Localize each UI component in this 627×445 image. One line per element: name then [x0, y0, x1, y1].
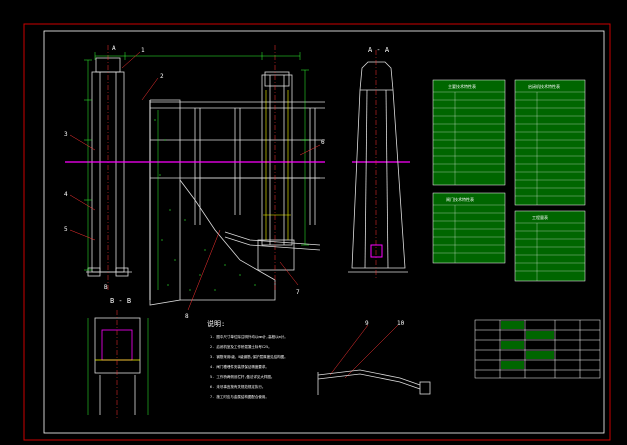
spec-table-1-title: 主要技术特性表 [448, 83, 476, 89]
callout-5: 5 [64, 226, 68, 233]
spec-table-1: 主要技术特性表 [432, 79, 506, 186]
main-elevation-view [86, 45, 325, 306]
gate-tower [261, 74, 293, 246]
slope-detail [317, 369, 431, 395]
note-1: 1. 图中尺寸单位除注明外均以mm计,高程以m计。 [210, 334, 288, 339]
section-a-a-title: A - A [368, 46, 390, 54]
notes-title: 说明: [207, 319, 225, 328]
spec-table-3-title: 闸门技术特性表 [446, 196, 474, 202]
section-a-a-view [348, 50, 408, 280]
note-3: 3. 钢筋采用Ⅰ级、Ⅱ级钢筋,保护层厚度见结构图。 [210, 354, 288, 359]
spec-table-4-title: 工程量表 [532, 214, 548, 220]
note-2: 2. 启闭机室及工作桥混凝土标号C25。 [210, 344, 272, 349]
callout-9: 9 [365, 320, 369, 327]
title-block [474, 319, 601, 379]
section-mark-b: B [104, 284, 108, 291]
spec-table-4: 工程量表 [514, 210, 586, 282]
callout-labels: 1 2 3 4 5 6 7 8 9 10 [64, 47, 405, 327]
callout-8: 8 [185, 313, 189, 320]
note-7: 7. 施工时应与金属结构图配合使用。 [210, 394, 269, 399]
callout-4: 4 [64, 191, 68, 198]
callout-3: 3 [64, 131, 68, 138]
callout-6: 6 [321, 139, 325, 146]
notes-block: 说明: 1. 图中尺寸单位除注明外均以mm计,高程以m计。 2. 启闭机室及工作… [207, 319, 288, 399]
section-b-b-view [87, 310, 149, 420]
section-a-a-gate [370, 244, 383, 258]
spec-table-3: 闸门技术特性表 [432, 192, 506, 264]
concrete-hatch [154, 119, 256, 291]
dimension-lines [84, 52, 309, 290]
callout-2: 2 [160, 73, 164, 80]
section-mark-a: A [112, 45, 116, 52]
gate-highlight [263, 90, 291, 240]
callout-10: 10 [397, 320, 405, 327]
callout-1: 1 [141, 47, 145, 54]
section-b-b-title: B - B [110, 297, 131, 305]
note-4: 4. 闸门槽埋件安装须保证精度要求。 [210, 364, 269, 369]
inner-border [43, 30, 605, 434]
spec-table-2: 启闭机技术特性表 [514, 79, 586, 206]
callout-leaders [69, 51, 399, 379]
spec-table-2-title: 启闭机技术特性表 [528, 83, 560, 89]
title-block-fill [501, 321, 554, 369]
note-6: 6. 未尽事宜按有关规范规定执行。 [210, 384, 265, 389]
outer-border [23, 23, 611, 441]
note-5: 5. 工作桥两侧设栏杆,做法详见大样图。 [210, 374, 274, 379]
callout-7: 7 [296, 289, 300, 296]
